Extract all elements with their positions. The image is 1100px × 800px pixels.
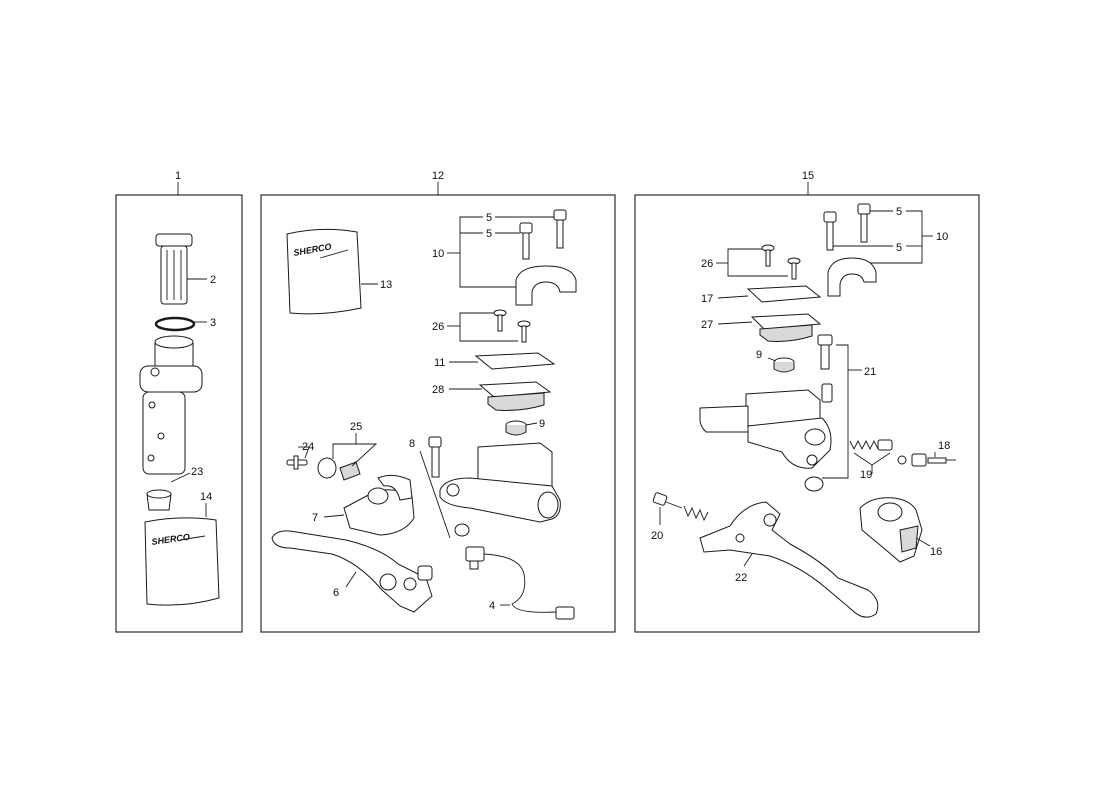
master-cylinder-body-part[interactable] xyxy=(139,335,203,475)
callout-15-16: 16 xyxy=(930,546,942,558)
screw-part[interactable] xyxy=(517,320,531,343)
callout-15-27: 27 xyxy=(701,319,713,331)
panel-15: 15 5 5 10 26 xyxy=(634,170,980,633)
o-ring-part[interactable] xyxy=(154,316,196,332)
callout-12-9: 9 xyxy=(539,418,545,430)
brake-lever-part[interactable] xyxy=(699,501,879,618)
handlebar-clamp-part[interactable] xyxy=(827,257,877,297)
callout-12-4: 4 xyxy=(489,600,495,612)
adjuster-bolt-part[interactable] xyxy=(652,492,709,522)
callout-3: 3 xyxy=(210,317,216,329)
panel-1-label: 1 xyxy=(175,170,181,182)
reservoir-cover-part[interactable] xyxy=(474,352,556,370)
callout-12-8: 8 xyxy=(409,438,415,450)
callout-2: 2 xyxy=(210,274,216,286)
callout-12-25: 25 xyxy=(350,421,362,433)
handlebar-clamp-part[interactable] xyxy=(515,265,577,306)
piston-spring-part[interactable] xyxy=(849,439,893,451)
callout-23: 23 xyxy=(191,466,203,478)
panel-15-label: 15 xyxy=(802,170,814,182)
callout-15-5b: 5 xyxy=(896,242,902,254)
panel-1-frame xyxy=(115,194,243,633)
callout-15-10: 10 xyxy=(936,231,948,243)
callout-12-6: 6 xyxy=(333,587,339,599)
diaphragm-part[interactable] xyxy=(750,313,822,342)
panel-15-frame xyxy=(634,194,980,633)
panel-1: 1 2 3 23 xyxy=(115,170,243,633)
master-cylinder-body-part[interactable] xyxy=(439,442,561,537)
master-cylinder-body-part[interactable] xyxy=(699,389,832,492)
callout-12-5a: 5 xyxy=(486,212,492,224)
dust-boot-part[interactable] xyxy=(317,457,361,481)
clutch-switch-part[interactable] xyxy=(465,546,575,620)
panel-12: 12 5 5 10 SHERCO 13 xyxy=(260,170,616,633)
lever-guard-part[interactable] xyxy=(859,497,923,563)
callout-15-18: 19 xyxy=(860,469,872,481)
bolt-part[interactable] xyxy=(553,209,567,249)
clutch-lever-part[interactable] xyxy=(271,530,433,613)
screw-part[interactable] xyxy=(493,309,507,332)
mounting-bolt-part[interactable] xyxy=(428,436,442,478)
banjo-bolt-part[interactable] xyxy=(817,334,833,403)
bolt-part[interactable] xyxy=(823,211,837,251)
reservoir-cover-part[interactable] xyxy=(746,285,822,303)
filler-cap-part[interactable] xyxy=(155,233,193,305)
callout-15-26: 26 xyxy=(701,258,713,270)
diaphragm-part[interactable] xyxy=(478,381,552,411)
lever-guard-part[interactable] xyxy=(343,474,415,536)
callout-12-24: 24 xyxy=(302,441,314,453)
callout-12-28: 28 xyxy=(432,384,444,396)
callout-15-17: 17 xyxy=(701,293,713,305)
screw-part[interactable] xyxy=(787,257,801,280)
callout-15-21: 21 xyxy=(864,366,876,378)
float-part[interactable] xyxy=(773,357,795,373)
callout-15-9: 9 xyxy=(756,349,762,361)
panel-12-label: 12 xyxy=(432,170,444,182)
callout-12-10: 10 xyxy=(432,248,444,260)
boot-part[interactable] xyxy=(146,489,172,511)
screw-part[interactable] xyxy=(761,244,775,267)
fluid-sachet-part[interactable]: SHERCO xyxy=(144,517,220,606)
fluid-sachet-part[interactable]: SHERCO xyxy=(286,228,362,315)
callout-12-7: 7 xyxy=(312,512,318,524)
piston-seal-part[interactable] xyxy=(897,453,956,467)
callout-15-22: 22 xyxy=(735,572,747,584)
callout-12-26: 26 xyxy=(432,321,444,333)
callout-12-11: 11 xyxy=(434,357,445,369)
bolt-part[interactable] xyxy=(857,203,871,243)
callout-15-20: 20 xyxy=(651,530,663,542)
callout-15-19: 18 xyxy=(938,440,950,452)
callout-12-13: 13 xyxy=(380,279,392,291)
callout-14: 14 xyxy=(200,491,212,503)
callout-12-5b: 5 xyxy=(486,228,492,240)
float-part[interactable] xyxy=(505,420,527,436)
callout-15-5a: 5 xyxy=(896,206,902,218)
pushrod-pin-part[interactable] xyxy=(286,455,308,470)
bolt-part[interactable] xyxy=(519,222,533,260)
